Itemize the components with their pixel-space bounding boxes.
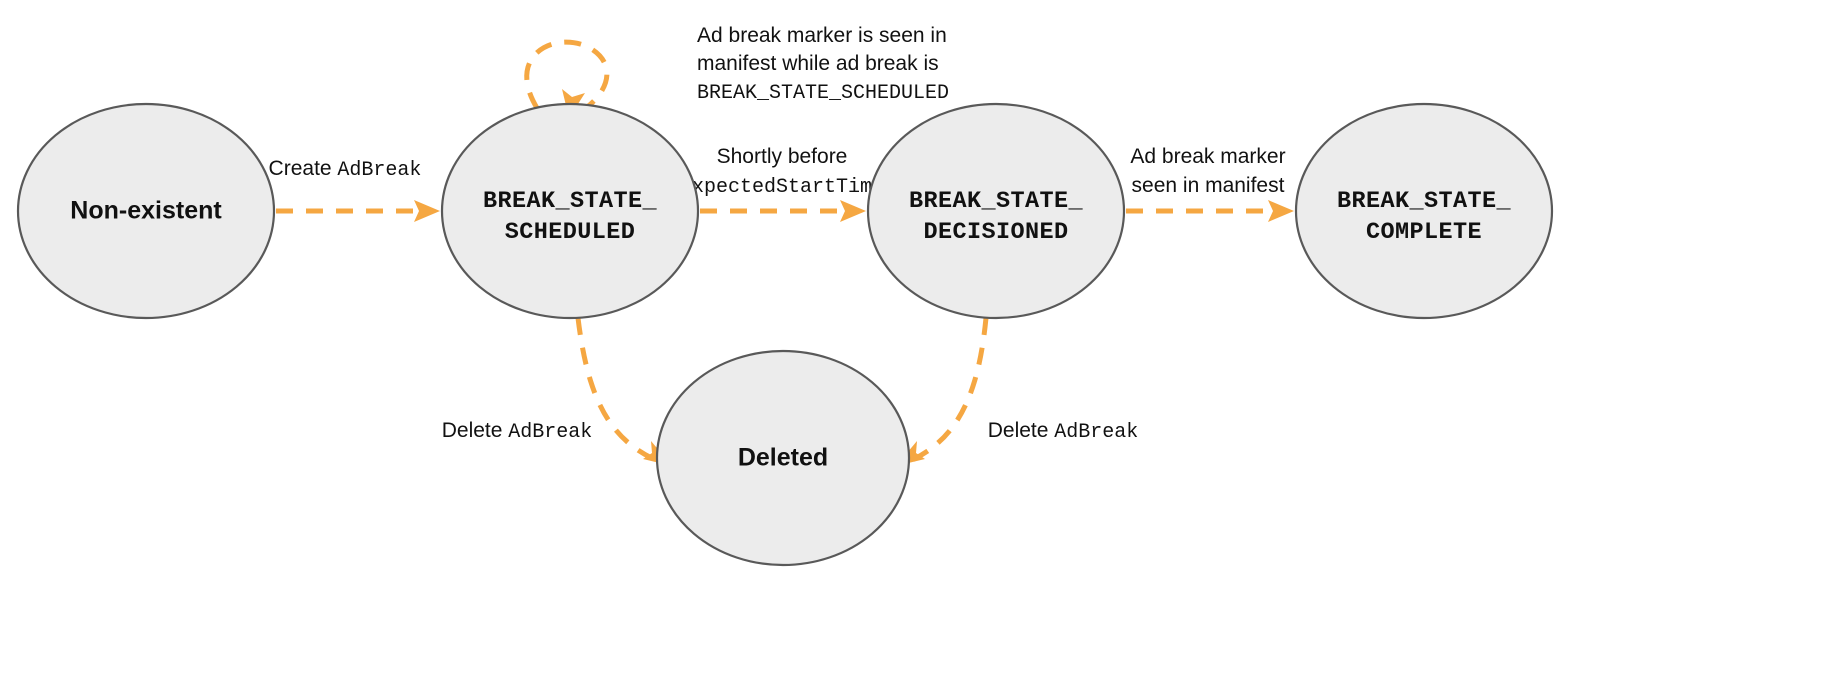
state-node-break-state-complete-shape[interactable]	[1294, 102, 1554, 320]
edge-delete-from-scheduled: Delete AdBreak	[442, 317, 672, 466]
edge-shortly-before-arrowhead	[840, 200, 866, 222]
edge-marker-seen-self-loop-label-line3: BREAK_STATE_SCHEDULED	[697, 82, 949, 105]
edge-create-adbreak-label-sans: Create	[269, 157, 338, 180]
edge-delete-from-decisioned-label: Delete AdBreak	[988, 419, 1139, 444]
edge-delete-from-scheduled-label-sans: Delete	[442, 419, 509, 442]
edge-marker-seen-manifest-arrowhead	[1268, 200, 1294, 222]
state-node-break-state-decisioned-label-line1: BREAK_STATE_	[909, 188, 1084, 215]
edge-marker-seen-self-loop-label-line2: manifest while ad break is	[697, 52, 939, 75]
state-node-break-state-complete-label-line1: BREAK_STATE_	[1337, 188, 1512, 215]
state-node-non-existent[interactable]: Non-existent	[16, 102, 276, 320]
state-node-non-existent-shape[interactable]	[16, 102, 276, 320]
edge-create-adbreak-label-mono: AdBreak	[337, 159, 421, 182]
edge-shortly-before-label-line1: Shortly before	[717, 145, 848, 168]
state-node-deleted-label: Deleted	[738, 444, 828, 472]
edge-marker-seen-self-loop-label-line1: Ad break marker is seen in	[697, 24, 947, 47]
edge-shortly-before-label-line2: expectedStartTime	[680, 176, 884, 199]
edge-delete-from-scheduled-label-mono: AdBreak	[508, 421, 592, 444]
edge-marker-seen-self-loop: Ad break marker is seen in manifest whil…	[524, 24, 949, 118]
edge-marker-seen-manifest-label-line2: seen in manifest	[1132, 174, 1285, 197]
state-node-break-state-scheduled[interactable]: BREAK_STATE_ SCHEDULED	[440, 102, 700, 320]
state-node-non-existent-label: Non-existent	[70, 197, 222, 225]
state-node-break-state-decisioned-label-line2: DECISIONED	[923, 219, 1068, 246]
edge-marker-seen-manifest: Ad break marker seen in manifest	[1126, 145, 1294, 222]
edge-marker-seen-manifest-label-line1: Ad break marker	[1130, 145, 1285, 168]
edge-delete-from-scheduled-path	[575, 317, 660, 464]
edge-delete-from-decisioned-path	[908, 317, 989, 464]
state-node-deleted-shape[interactable]	[655, 349, 911, 567]
state-node-deleted[interactable]: Deleted	[655, 349, 911, 567]
edge-delete-from-decisioned-label-mono: AdBreak	[1054, 421, 1138, 444]
edge-create-adbreak-arrowhead	[414, 200, 440, 222]
state-node-break-state-scheduled-shape[interactable]	[440, 102, 700, 320]
state-node-break-state-complete-label-line2: COMPLETE	[1366, 219, 1482, 246]
edge-delete-from-decisioned: Delete AdBreak	[896, 317, 1139, 466]
edge-delete-from-decisioned-label-sans: Delete	[988, 419, 1055, 442]
edge-shortly-before: Shortly before expectedStartTime	[680, 145, 884, 222]
edge-create-adbreak-label: Create AdBreak	[269, 157, 422, 182]
state-node-break-state-scheduled-label-line1: BREAK_STATE_	[483, 188, 658, 215]
state-node-break-state-complete[interactable]: BREAK_STATE_ COMPLETE	[1294, 102, 1554, 320]
edge-delete-from-scheduled-label: Delete AdBreak	[442, 419, 593, 444]
state-node-break-state-decisioned-shape[interactable]	[866, 102, 1126, 320]
state-node-break-state-scheduled-label-line2: SCHEDULED	[505, 219, 636, 246]
edge-marker-seen-self-loop-path	[524, 39, 610, 110]
state-node-break-state-decisioned[interactable]: BREAK_STATE_ DECISIONED	[866, 102, 1126, 320]
edge-create-adbreak: Create AdBreak	[269, 157, 440, 222]
